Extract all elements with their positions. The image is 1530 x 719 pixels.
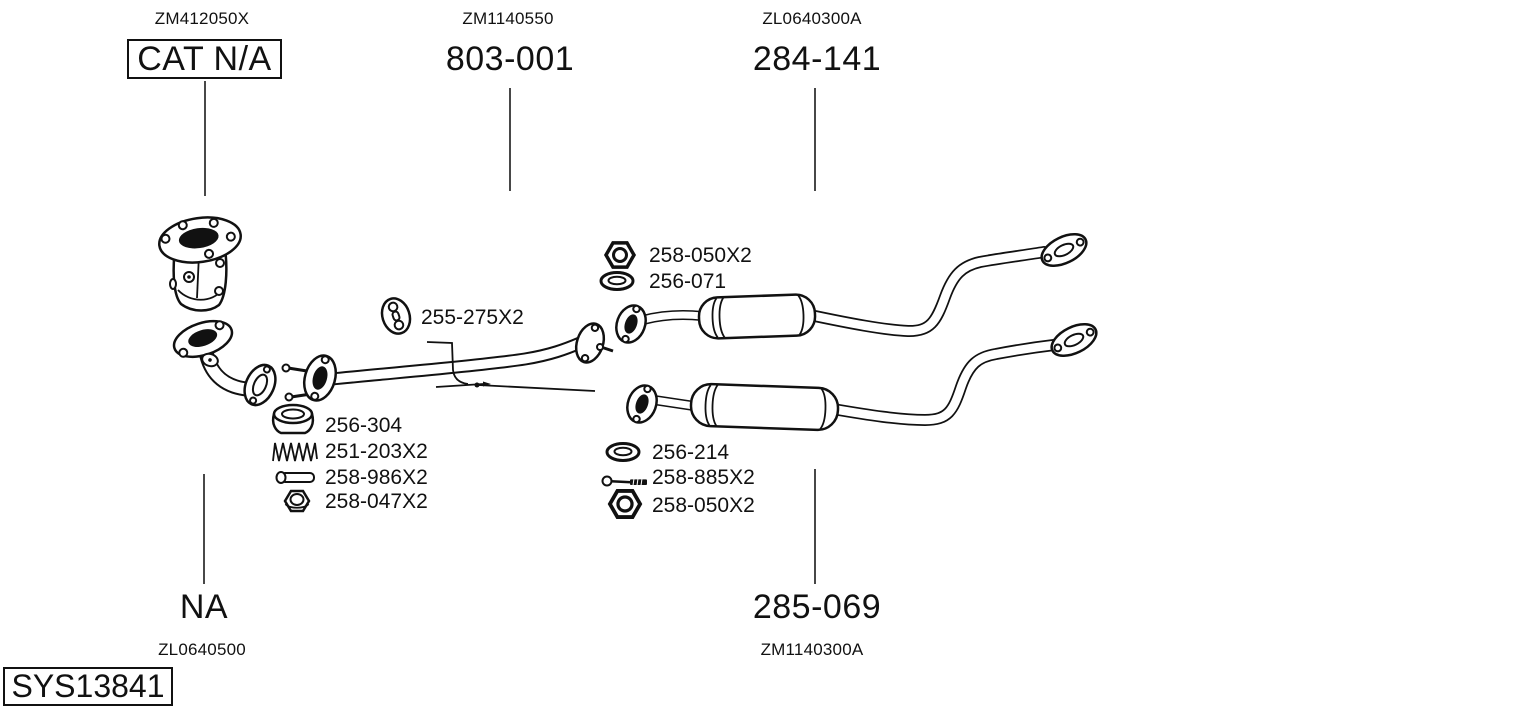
part-label: 256-214 <box>652 441 730 464</box>
catalog-code: ZM412050X <box>154 9 250 28</box>
catalytic-converter <box>158 216 242 312</box>
section-label-box: CAT N/A <box>127 39 282 79</box>
part-label: 251-203X2 <box>325 440 428 463</box>
system-id: SYS13841 <box>11 668 165 704</box>
catalog-code: ZL0640300A <box>762 9 862 28</box>
catalog-code: ZM1140550 <box>462 9 554 28</box>
front-downpipe <box>172 319 277 407</box>
hex-nut-icon <box>607 489 643 519</box>
part-label: 256-304 <box>325 414 403 437</box>
part-label: 255-275X2 <box>421 306 524 329</box>
section-label: 284-141 <box>752 40 882 78</box>
long-bolt-icon <box>601 475 647 487</box>
part-label: 256-071 <box>649 270 727 293</box>
section-label: CAT N/A <box>137 39 272 78</box>
center-pipe <box>281 322 614 402</box>
oval-gasket-icon <box>605 442 641 462</box>
spring-icon <box>272 442 318 462</box>
front-muffler-assembly <box>615 233 1088 344</box>
catalog-code: ZM1140300A <box>760 640 864 659</box>
part-label: 258-050X2 <box>649 244 752 267</box>
catalog-code: ZL0640500 <box>158 640 246 659</box>
rear-muffler-assembly <box>626 323 1098 432</box>
part-label: 258-885X2 <box>652 466 755 489</box>
section-label: 285-069 <box>752 588 882 626</box>
flare-gasket-icon <box>271 403 315 435</box>
section-label: 803-001 <box>445 40 575 78</box>
pin-bolt-icon <box>275 471 315 484</box>
part-label: 258-047X2 <box>325 490 428 513</box>
part-label: 258-986X2 <box>325 466 428 489</box>
section-label: NA <box>179 588 229 626</box>
flange-nut-icon <box>283 489 311 513</box>
part-label: 258-050X2 <box>652 494 755 517</box>
system-id-box: SYS13841 <box>3 667 173 706</box>
rubber-hanger-icon <box>380 297 412 335</box>
hex-nut-icon <box>604 241 636 269</box>
oval-gasket-icon <box>599 271 635 291</box>
